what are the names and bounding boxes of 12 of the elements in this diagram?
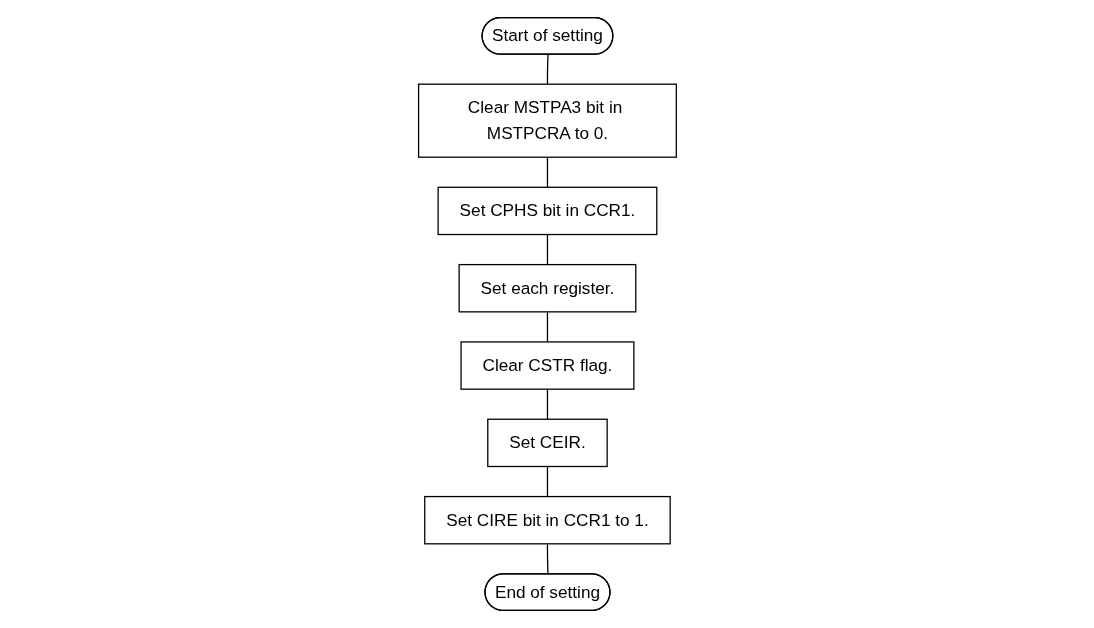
node-box: Set CIRE bit in CCR1 to 1. — [423, 495, 671, 545]
connector — [546, 233, 548, 266]
connector — [546, 156, 548, 188]
connector — [546, 465, 548, 498]
connector — [546, 54, 549, 85]
node-box: Set each register. — [458, 263, 636, 313]
connector — [546, 311, 548, 343]
node-box: Clear CSTR flag. — [459, 341, 635, 390]
node-box: Set CPHS bit in CCR1. — [437, 186, 657, 236]
connector — [546, 388, 548, 420]
node-box: Clear MSTPA3 bit in MSTPCRA to 0. — [417, 83, 677, 158]
node-box: Set CEIR. — [486, 418, 608, 468]
